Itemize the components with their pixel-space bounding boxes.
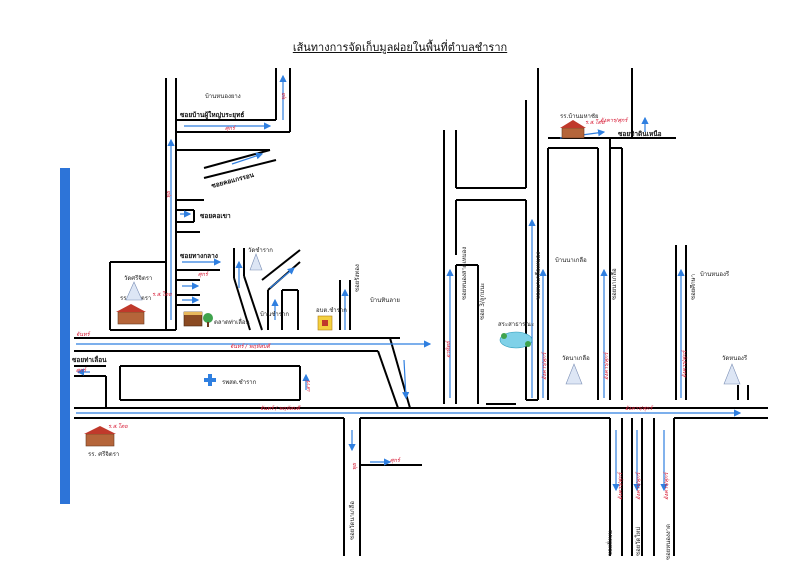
- alley-vert-10: ซอยหนองงาด: [665, 524, 672, 560]
- landmark-school-bottom: รร. ศรีจิตรา: [88, 450, 119, 458]
- school-flag-label-2: ร.ส.โดย: [108, 423, 128, 430]
- day-label-main-2: จันทร์ / พฤหัสบดี: [260, 405, 301, 412]
- day-label-c4: อังคาร/ศุกร์: [681, 349, 688, 378]
- alley-khok-khao: ซอยคอเขา: [200, 212, 231, 220]
- alley-vert-7: ซอยวัดนาเกลือ: [348, 501, 356, 540]
- place-ban-chamrak: บ้านชำราก: [260, 311, 289, 318]
- landmark-school-top: รร.บ้านมหาชัย: [560, 113, 599, 120]
- pond-icon: สระสาธารณะ: [498, 321, 534, 349]
- school-flag-label: ร.ส.โดย: [152, 291, 172, 298]
- alley-khok-krachon: ซอยคอแกรรอน: [210, 171, 255, 190]
- day-label-west: พุธ: [166, 190, 172, 198]
- school-flag-label-3: ร.ส.โดย: [585, 119, 605, 126]
- landmark-market: ตลาดท่าเลื่อน: [214, 318, 250, 326]
- temple-icon: วัดชำราก: [248, 247, 273, 271]
- day-label-top: อังคาร/ศุกร์: [600, 117, 629, 124]
- temple-icon: วัดนาเกลือ: [562, 354, 590, 385]
- day-label-tangkla: ศุกร์: [198, 271, 210, 278]
- alley-vert-6: ซอยศึกษา: [690, 274, 697, 300]
- day-label-hosp: เสาร์: [305, 379, 312, 392]
- day-label-left-2: ศุกร์: [76, 367, 88, 374]
- landmark-hospital: รพสต.ชำราก: [222, 379, 257, 386]
- landmark-temple-1: วัดศรีจิตรา: [124, 274, 152, 282]
- temple-icon: วัดศรีจิตรา: [124, 274, 152, 301]
- day-label-main: จันทร์ / พฤหัสบดี: [230, 343, 271, 350]
- place-ban-nong-sri: บ้านหนองรี: [700, 270, 730, 278]
- road-network: [74, 68, 768, 556]
- place-ban-na-kluea: บ้านนาเกลือ: [555, 256, 587, 264]
- day-label-east: อังคาร/ศุกร์: [625, 405, 654, 412]
- alley-vert-1: ซอยรังทอง: [354, 264, 361, 292]
- market-icon: ตลาดท่าเลื่อน: [183, 311, 250, 327]
- alley-ban-phu-yai: ซอยบ้านผู้ใหญ่บระยุทธ์: [180, 110, 244, 120]
- day-label-bottom-v: พุธ: [352, 462, 358, 470]
- map-title: เส้นทางการจัดเก็บมูลฝอยในพื้นที่ตำบลชำรา…: [292, 41, 508, 54]
- alley-tang-kla: ซอยทางกลาง: [180, 252, 218, 260]
- river: [60, 168, 70, 504]
- landmark-office: อบต.ชำราก: [316, 307, 347, 314]
- landmark-temple-3: วัดนาเกลือ: [562, 354, 590, 362]
- day-label-s2: อังคาร/ศุกร์: [635, 471, 642, 500]
- place-ban-nong-yang: บ้านหนองยาง: [205, 93, 241, 100]
- hospital-icon: รพสต.ชำราก: [204, 374, 257, 386]
- alley-tha-din-nuea: ซอยท่าดินเหนือ: [618, 130, 662, 138]
- alley-vert-4: ซอยนาเกลือเหมอง: [534, 252, 542, 300]
- day-label-s3: อังคาร/ศุกร์: [663, 471, 670, 500]
- day-label-c1: อาทิตย์: [445, 339, 452, 358]
- route-arrows: [76, 74, 742, 492]
- day-label-c2: อังคาร/ศุกร์: [541, 351, 548, 380]
- day-label-left: จันทร์: [76, 331, 92, 338]
- alley-vert-9: ซอยวัดใหม่: [634, 527, 642, 556]
- temple-icon: วัดหนองรี: [722, 354, 748, 385]
- landmark-pond: สระสาธารณะ: [498, 321, 534, 328]
- day-label-phuyai: ศุกร์: [225, 125, 237, 132]
- alley-vert-3: ซอย 3/ลูกมนะ: [479, 282, 486, 320]
- alley-vert-5: ซอยนาเกลือ: [610, 268, 618, 300]
- landmark-temple-4: วัดหนองรี: [722, 354, 748, 362]
- day-label-c3: อังคาร/ศุกร์: [603, 351, 610, 380]
- alley-vert-8: ซอยฝั่งบน: [606, 530, 614, 556]
- tree-icon: [203, 313, 213, 327]
- school-icon: รร.บ้านมหาชัย: [560, 113, 599, 139]
- alley-tha-luean: ซอยท่าเลื่อน: [72, 354, 107, 364]
- landmark-temple-2: วัดชำราก: [248, 247, 273, 254]
- day-label-bottom: ศุกร์: [390, 457, 402, 464]
- day-label-s1: อังคาร/ศุกร์: [617, 471, 624, 500]
- day-label-north: พุธ: [281, 92, 287, 100]
- alley-vert-2: ซอยหนองสาดเหมอง: [461, 247, 468, 300]
- office-icon: อบต.ชำราก: [316, 307, 347, 331]
- school-icon: รร. ศรีจิตรา: [84, 426, 119, 458]
- place-ban-tha-din: บ้านทินลาย: [370, 297, 400, 304]
